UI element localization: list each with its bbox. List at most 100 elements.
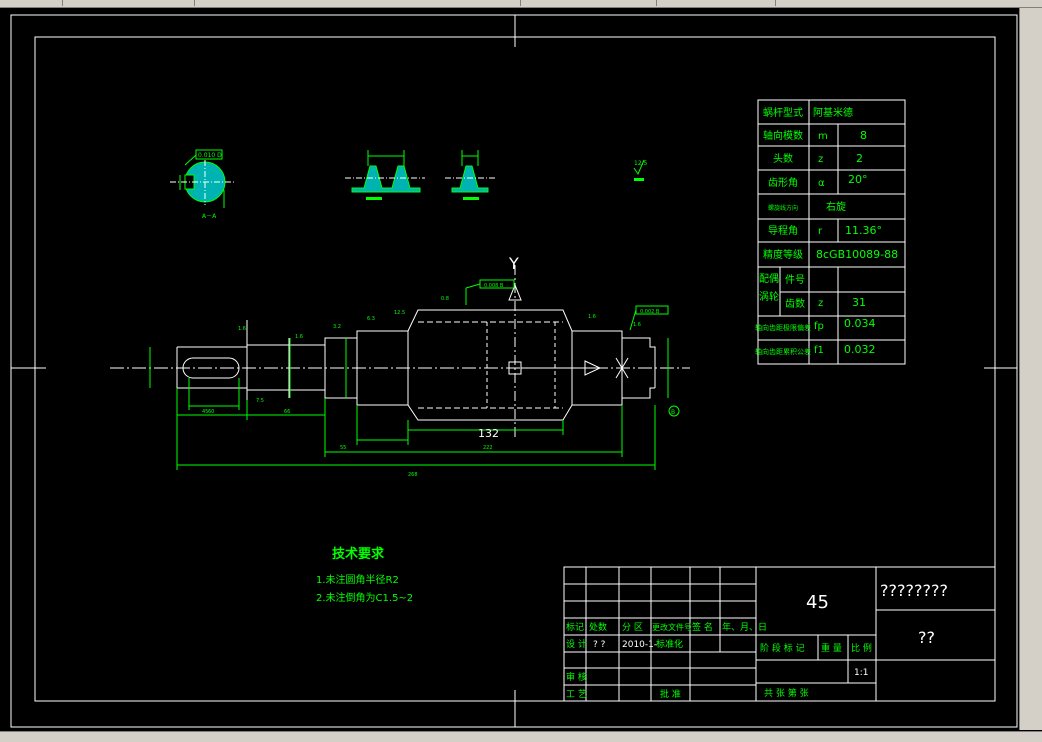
param-value: 20°	[848, 173, 868, 186]
param-symbol: z	[818, 298, 823, 309]
title-block-texts: 标记 处数 分 区 更改文件号 签 名 年、月、日 设 计 ? ? 2010-1…	[566, 621, 872, 700]
tol-box-text: 0.008 B	[484, 283, 504, 289]
technical-requirements: 技术要求 1.未注圆角半径R2 2.未注倒角为C1.5~2	[316, 546, 413, 604]
toolbar-segment[interactable]	[64, 0, 195, 6]
param-label: 导程角	[768, 225, 798, 237]
tb-stage-header: 比 例	[851, 642, 872, 654]
param-symbol: 齿数	[785, 297, 805, 310]
cad-drawing-canvas[interactable]: 蜗杆型式 阿基米德 轴向模数 m 8 头数 z 2 齿形角 α 20° 螺旋线方…	[0, 8, 1020, 730]
roughness-note: 12.5	[633, 159, 648, 181]
toolbar-segment[interactable]	[0, 0, 63, 6]
dimension-texts: 45 60 7.5 66 55 222 268	[202, 398, 493, 478]
roughness-text: 0.8	[441, 296, 449, 302]
tb-design: 设 计	[566, 638, 587, 650]
tb-sheets: 共 张 第 张	[764, 687, 809, 699]
roughness-text: 12.5	[394, 310, 405, 316]
param-symbol: f1	[814, 345, 824, 356]
param-value: 11.36°	[845, 224, 882, 237]
roughness-text: 1.6	[295, 334, 303, 340]
param-label: 头数	[773, 152, 793, 165]
roughness-text: 1.6	[588, 314, 596, 320]
tb-header: 处数	[589, 621, 607, 633]
toolbar-segment[interactable]	[200, 0, 521, 6]
dim-text: 7.5	[256, 398, 264, 404]
param-label: 精度等级	[763, 248, 803, 261]
tb-header: 年、月、日	[722, 621, 767, 633]
tolerance-frames	[465, 279, 669, 331]
param-label: 轴向齿距累积公差	[755, 347, 811, 356]
worm-shaft-main-view: Y	[110, 254, 690, 440]
param-label: 蜗杆型式	[763, 106, 803, 119]
tb-part-name: ????????	[880, 581, 948, 600]
param-value: 8	[860, 129, 867, 142]
tol-box-text: 0.010 D	[198, 152, 222, 159]
param-label: 轴向齿距极限偏差	[755, 323, 811, 332]
dim-text: 222	[483, 445, 493, 451]
outer-frame	[10, 14, 1018, 728]
dimension-lines	[149, 338, 669, 470]
roughness-symbols: 1.6 1.6 3.2 6.3 12.5 0.8 1.6 1.6	[238, 296, 641, 340]
tb-header: 标记	[566, 621, 584, 633]
toolbar-segment[interactable]	[526, 0, 657, 6]
top-toolbar-strip	[0, 0, 1042, 8]
tb-process: 工 艺	[566, 689, 587, 700]
dim-text: 55	[340, 445, 346, 451]
roughness-text: 1.6	[633, 322, 641, 328]
param-label: 配偶	[759, 272, 779, 285]
param-value: 右旋	[826, 200, 846, 213]
dim-132: 132	[478, 427, 499, 440]
param-value: 0.034	[844, 317, 876, 330]
tb-header: 签 名	[692, 621, 713, 633]
param-symbol: fp	[814, 321, 824, 332]
thread-detail-view	[445, 150, 495, 200]
dim-text: 45	[202, 409, 208, 415]
requirements-title: 技术要求	[332, 546, 385, 562]
vertical-scrollbar[interactable]	[1019, 8, 1042, 730]
requirement-item: 1.未注圆角半径R2	[316, 573, 399, 586]
param-label: 涡轮	[759, 290, 779, 303]
section-label: A－A	[202, 213, 217, 220]
parameter-table: 蜗杆型式 阿基米德 轴向模数 m 8 头数 z 2 齿形角 α 20° 螺旋线方…	[755, 99, 906, 365]
requirement-item: 2.未注倒角为C1.5~2	[316, 591, 413, 604]
param-symbol: α	[818, 178, 825, 189]
roughness-value: 12.5	[634, 160, 648, 167]
roughness-text: 6.3	[367, 316, 375, 322]
tb-review: 审 核	[566, 671, 587, 683]
param-value: 阿基米德	[813, 106, 853, 119]
section-view-a-a: 0.010 D A－A	[170, 149, 235, 220]
dim-text: 66	[284, 409, 290, 415]
param-symbol: m	[818, 131, 828, 142]
param-value: 2	[856, 152, 863, 165]
param-value: 0.032	[844, 343, 876, 356]
tb-header: 分 区	[622, 622, 643, 633]
tb-material: 45	[806, 592, 829, 613]
tb-header: 更改文件号	[652, 622, 692, 632]
axis-y-mark: Y	[508, 254, 519, 273]
title-block	[563, 566, 996, 702]
thread-profile-view	[345, 150, 425, 200]
param-label: 轴向模数	[763, 129, 803, 142]
tb-drawing-code: ??	[918, 628, 935, 647]
roughness-text: 1.6	[238, 326, 246, 332]
tb-stage-header: 重 量	[821, 642, 842, 654]
dim-text: 268	[408, 472, 418, 478]
param-label: 螺旋线方向	[768, 204, 798, 212]
tb-date: 2010-1-	[622, 640, 657, 650]
param-symbol: 件号	[785, 274, 805, 286]
toolbar-segment[interactable]	[660, 0, 776, 6]
centering-marks	[11, 15, 1017, 727]
param-label: 齿形角	[768, 177, 798, 189]
tb-approve: 批 准	[660, 688, 681, 700]
param-symbol: r	[818, 226, 823, 237]
dim-text: 60	[208, 409, 214, 415]
tb-stage-header: 阶 段 标 记	[760, 642, 805, 654]
param-symbol: z	[818, 154, 823, 165]
datum-circle	[668, 405, 680, 417]
tb-design-name: ? ?	[593, 640, 606, 650]
param-value: 8cGB10089-88	[816, 248, 898, 261]
roughness-text: 3.2	[333, 324, 341, 330]
param-value: 31	[852, 296, 866, 309]
horizontal-scrollbar[interactable]	[0, 731, 1042, 742]
datum-marker: B	[671, 409, 675, 416]
tb-scale: 1:1	[854, 668, 868, 678]
